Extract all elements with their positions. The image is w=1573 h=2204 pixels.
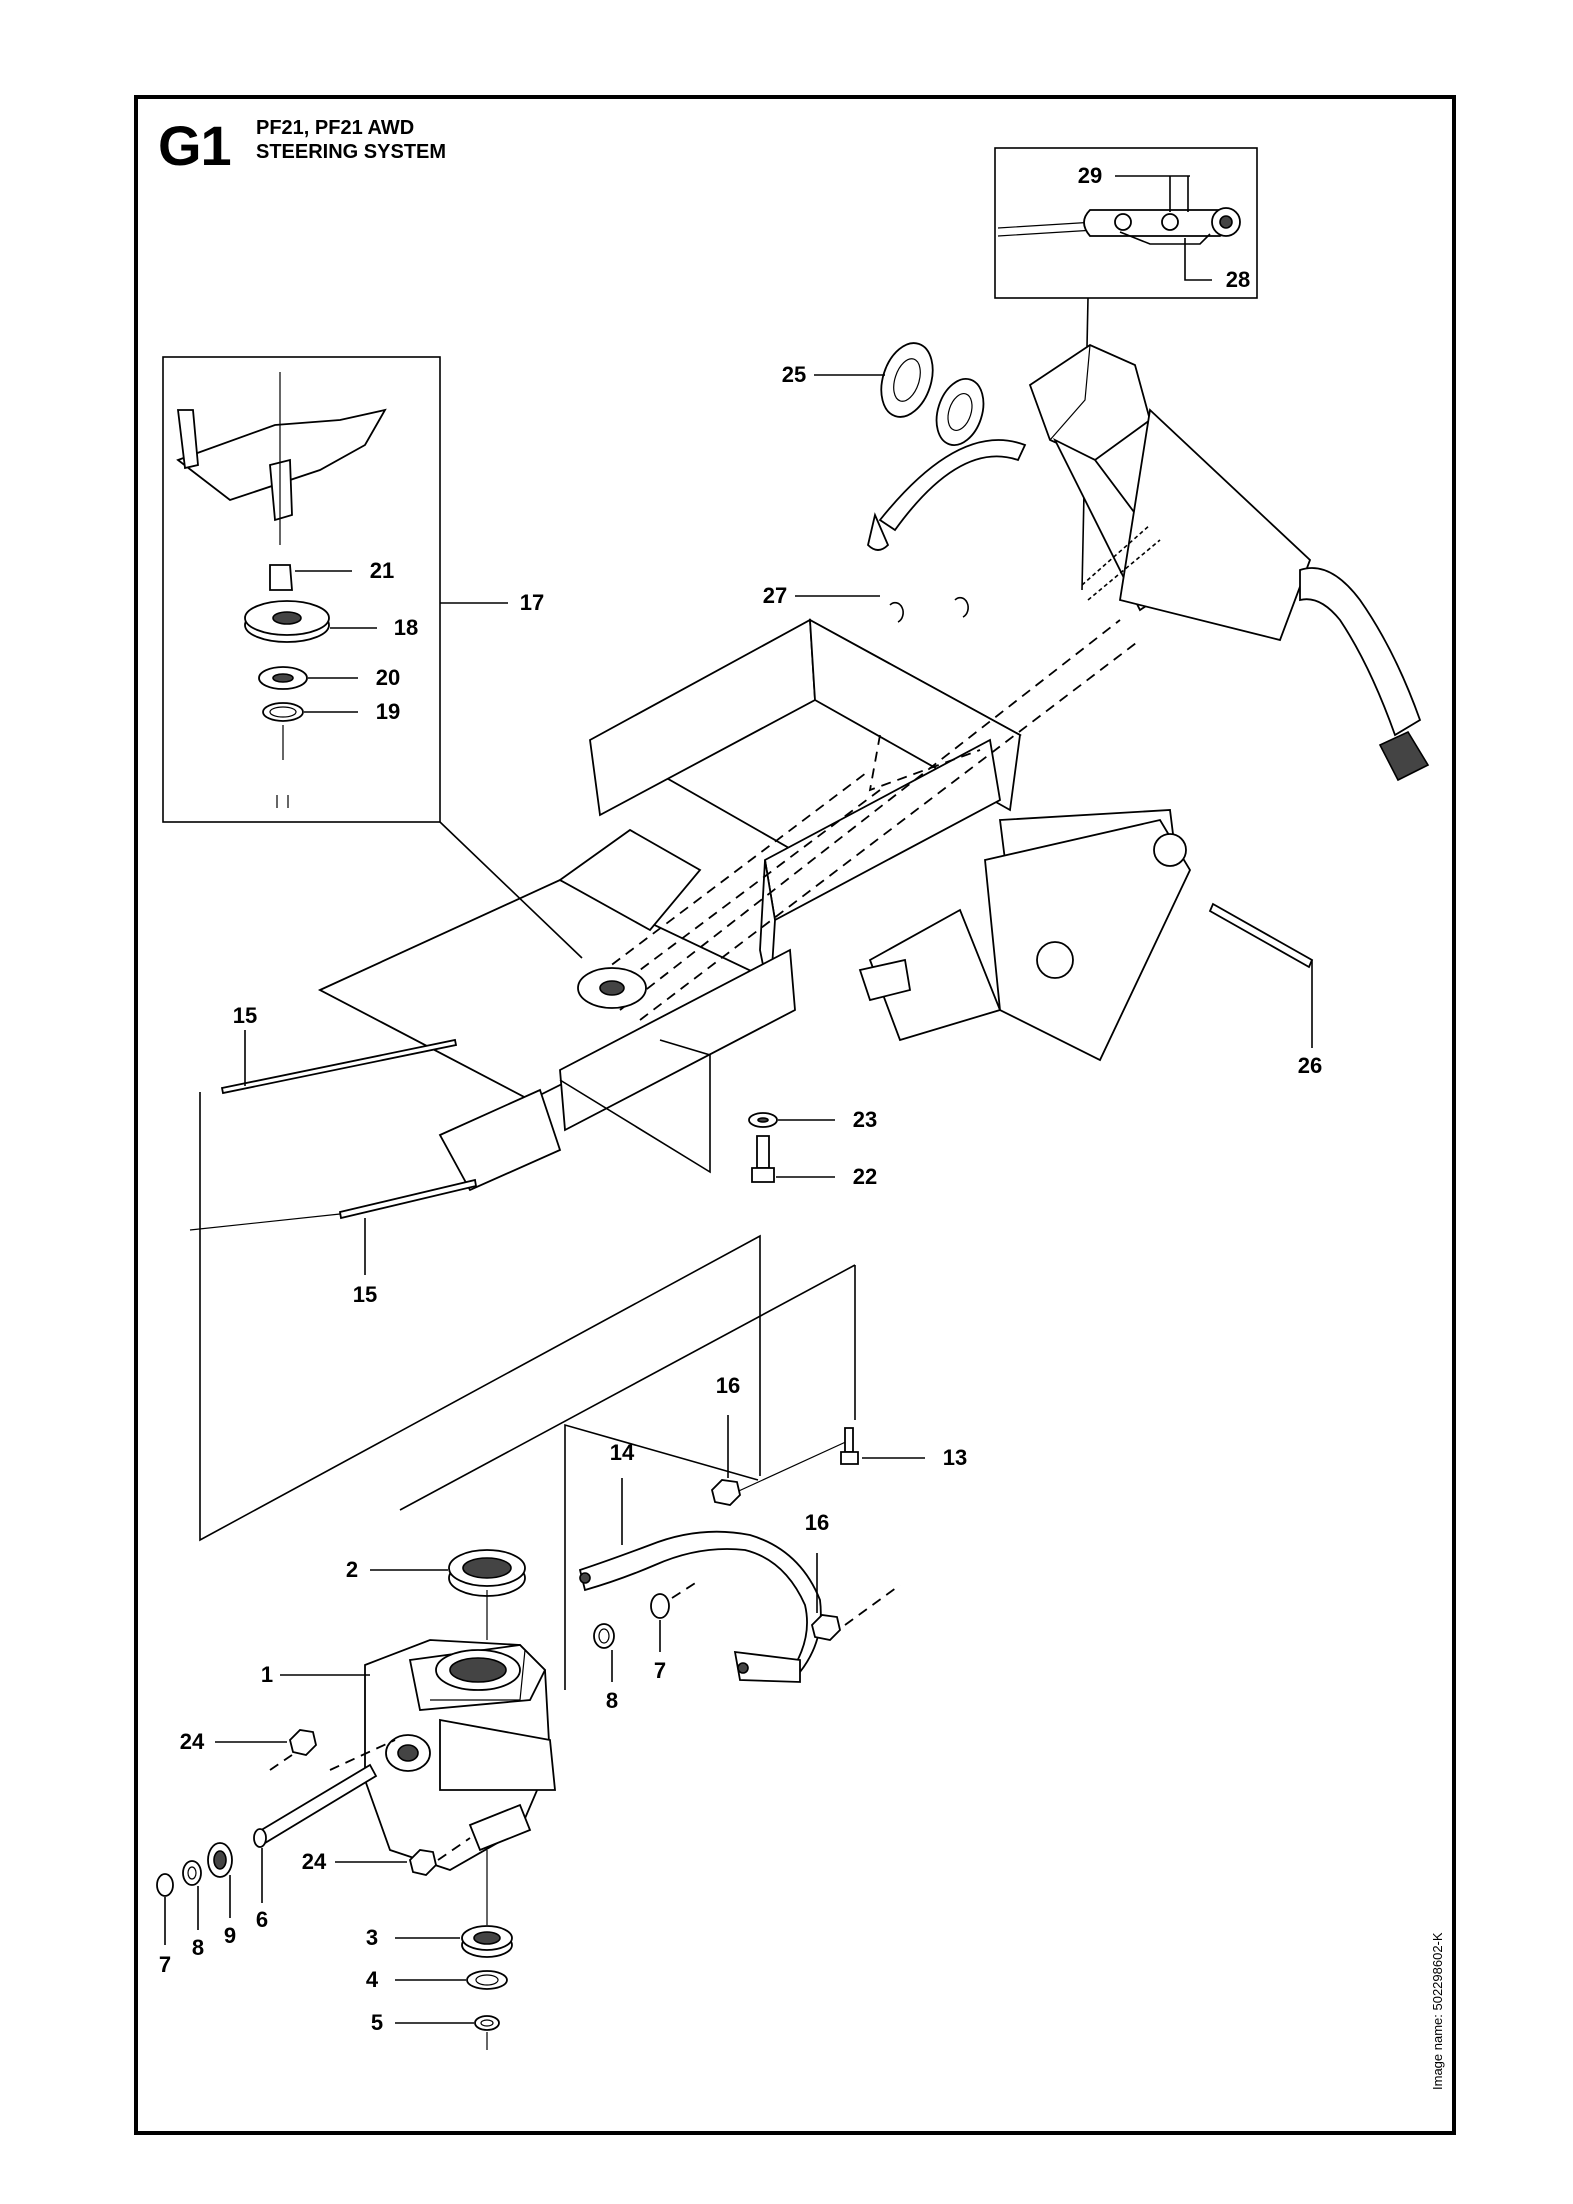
pulley-assembly-inset — [162, 356, 441, 823]
screw-13: 13 — [840, 1427, 967, 1470]
callout-6: 6 — [256, 1907, 268, 1932]
svg-text:27: 27 — [763, 583, 787, 608]
callout-22: 22 — [853, 1164, 877, 1189]
snap-rings — [889, 596, 969, 623]
ring-7-lower: 7 — [156, 1873, 174, 1977]
bolt-22: 22 — [751, 1135, 877, 1189]
nut-24-upper: 24 — [180, 1729, 317, 1771]
svg-text:17: 17 — [520, 590, 544, 615]
washer-9: 9 — [207, 1842, 236, 1948]
bracket-14: 14 — [578, 1440, 822, 1683]
svg-text:18: 18 — [394, 615, 418, 640]
page-title: STEERING SYSTEM — [256, 141, 447, 163]
drawing-frame — [134, 95, 1456, 2135]
callout-16-right: 16 — [805, 1510, 829, 1535]
svg-text:20: 20 — [376, 665, 400, 690]
callout-4: 4 — [366, 1967, 379, 1992]
callout-14: 14 — [610, 1440, 635, 1465]
callout-2: 2 — [346, 1557, 358, 1582]
callout-5: 5 — [371, 2010, 383, 2035]
callout-8-lower: 8 — [192, 1935, 204, 1960]
callout-15-top: 15 — [233, 1003, 257, 1086]
pulley-pair — [880, 342, 985, 446]
callout-7-lower: 7 — [159, 1952, 171, 1977]
callout-9: 9 — [224, 1923, 236, 1948]
rod-26: 26 — [1208, 902, 1322, 1078]
callout-18: 18 — [330, 615, 418, 640]
steering-column — [867, 343, 1430, 782]
callout-7-upper: 7 — [654, 1658, 666, 1683]
callout-17: 17 — [440, 590, 544, 615]
bearing-2: 2 — [346, 1549, 526, 1597]
callout-1: 1 — [261, 1662, 273, 1687]
main-frame-chassis — [317, 618, 1192, 1192]
svg-text:29: 29 — [1078, 163, 1102, 188]
svg-text:15: 15 — [233, 1003, 257, 1028]
svg-text:15: 15 — [353, 1282, 377, 1307]
callout-21: 21 — [295, 558, 394, 583]
chain-detail-inset — [994, 147, 1258, 299]
callout-23: 23 — [853, 1107, 877, 1132]
callout-24-lower: 24 — [302, 1849, 327, 1874]
nut-24-lower: 24 — [302, 1837, 471, 1876]
steering-chain — [1081, 524, 1161, 601]
callout-15-bottom: 15 — [353, 1218, 377, 1307]
snap-ring-4: 4 — [366, 1967, 508, 1992]
svg-text:19: 19 — [376, 699, 400, 724]
callout-27: 27 — [763, 583, 880, 608]
frame-pulley — [577, 967, 647, 1009]
ring-8-lower: 8 — [182, 1860, 204, 1960]
callout-8-upper: 8 — [606, 1688, 618, 1713]
rings-upper: 8 7 — [593, 1579, 701, 1713]
callout-25: 25 — [782, 362, 885, 387]
ring-5: 5 — [371, 2010, 500, 2050]
bolt-leader — [559, 1039, 711, 1174]
axle-pin-6: 6 — [253, 1763, 378, 1932]
callout-16-top: 16 — [716, 1373, 740, 1398]
callout-20: 20 — [308, 665, 400, 690]
bearing-3: 3 — [366, 1590, 513, 1958]
callout-26: 26 — [1298, 1053, 1322, 1078]
callout-13: 13 — [943, 1445, 967, 1470]
callout-3: 3 — [366, 1925, 378, 1950]
cable-routing-dashed — [584, 619, 1141, 1021]
model-line: PF21, PF21 AWD — [256, 117, 415, 139]
callout-28: 28 — [1184, 238, 1250, 292]
section-code: G1 — [158, 114, 232, 177]
steering-housing: 1 — [261, 1639, 556, 1871]
svg-text:28: 28 — [1226, 267, 1250, 292]
washer-23: 23 — [748, 1107, 877, 1132]
inset-17-leader — [439, 821, 583, 959]
assembly-leader-lines — [199, 1092, 856, 1690]
nut-16-right: 16 — [805, 1510, 901, 1641]
callout-24-upper: 24 — [180, 1729, 205, 1754]
nut-16-top: 16 — [711, 1373, 741, 1506]
svg-text:21: 21 — [370, 558, 394, 583]
svg-text:25: 25 — [782, 362, 806, 387]
callout-19: 19 — [304, 699, 400, 724]
tie-rods — [189, 1038, 478, 1231]
callout-29: 29 — [1078, 163, 1190, 212]
